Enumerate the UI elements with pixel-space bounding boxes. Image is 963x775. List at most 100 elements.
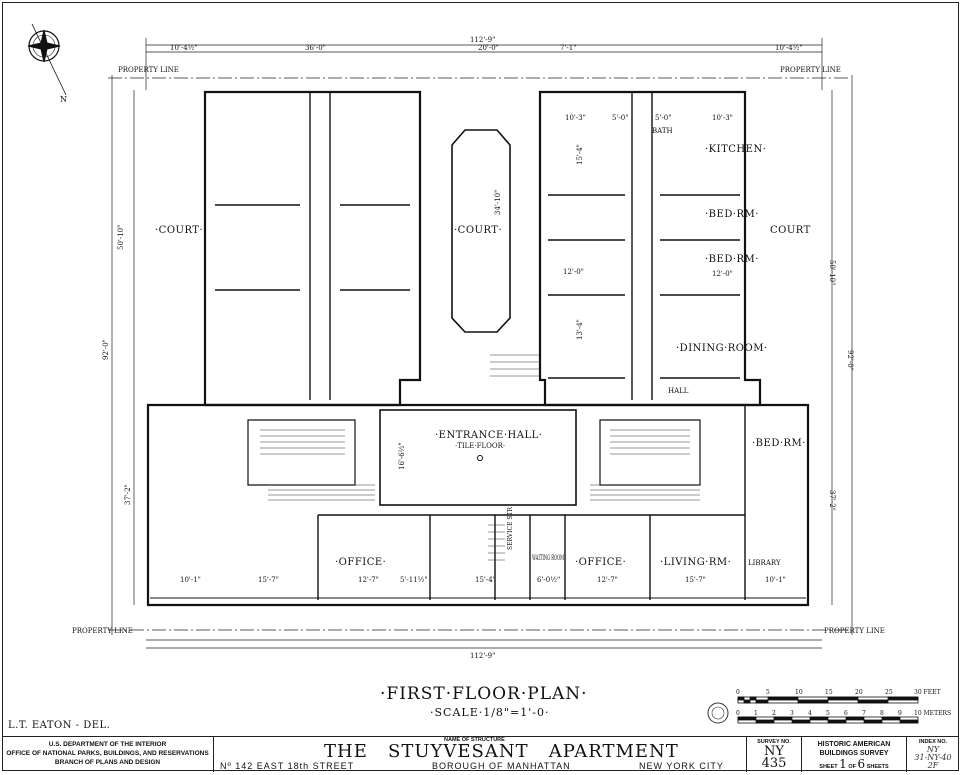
sheet-count: SHEET 1 OF 6 SHEETS (802, 758, 906, 773)
drawing-scale: ·SCALE·1/8"=1'-0· (430, 706, 550, 719)
m-tick-0: 0 (736, 710, 740, 717)
dim-top-4: 7'-1" (560, 44, 576, 52)
m-tick-2: 2 (772, 710, 776, 717)
dim-ur-7: 12'-0" (712, 270, 733, 278)
room-bath: BATH (652, 127, 673, 135)
dim-court-length: 34'-10" (494, 190, 502, 215)
compass-rose-icon (27, 23, 67, 96)
drawing-title: ·FIRST·FLOOR·PLAN· (380, 684, 588, 704)
dim-width-4: 5'-11½" (400, 576, 428, 584)
index-value-1: NY (926, 745, 940, 754)
room-bed-rm-3: ·BED·RM· (752, 438, 806, 449)
sheet-total: 6 (857, 757, 866, 771)
index-value-2: 31-NY-40 (914, 753, 952, 762)
north-label: N (60, 95, 67, 104)
dim-width-2: 15'-7" (258, 576, 279, 584)
structure-name-cell: NAME OF STRUCTURE THE STUYVESANT APARTME… (214, 737, 747, 772)
dim-entrance-hall-depth: 16'-6½" (398, 442, 406, 470)
structure-borough: BOROUGH OF MANHATTAN (432, 761, 571, 771)
title-block: U.S. DEPARTMENT OF THE INTERIOR OFFICE O… (2, 736, 959, 772)
m-tick-5: 5 (826, 710, 830, 717)
property-line-top-left: PROPERTY LINE (118, 66, 179, 74)
sheet-label: SHEET (819, 764, 838, 770)
property-line-bottom-right: PROPERTY LINE (824, 627, 885, 635)
department-line-1: U.S. DEPARTMENT OF THE INTERIOR (48, 741, 167, 748)
room-tile-floor: ·TILE·FLOOR· (455, 442, 505, 450)
scale-bar-feet (737, 696, 919, 704)
ft-tick-0: 0 (736, 689, 740, 696)
room-court-left: ·COURT· (155, 225, 203, 236)
ft-tick-20: 20 (855, 689, 863, 696)
dim-top-1: 10'-4½" (170, 44, 198, 52)
dim-left-upper: 50'-10" (117, 225, 125, 250)
room-hall: HALL (668, 387, 689, 395)
dim-right-upper: 50'-10" (828, 260, 836, 285)
index-label: INDEX NO. (918, 739, 948, 745)
habs-line-1: HISTORIC AMERICAN (817, 741, 891, 748)
dim-left-lower: 37'-2" (124, 484, 132, 505)
dim-bottom-width: 112'-9" (470, 652, 495, 660)
room-waiting-room: WAITING ROOM (532, 554, 564, 562)
dim-width-7: 12'-7" (597, 576, 618, 584)
stairs (260, 354, 700, 561)
room-bed-rm-2: ·BED·RM· (705, 254, 759, 265)
dim-ur-4: 10'-3" (712, 114, 733, 122)
room-court-right: COURT (770, 225, 811, 236)
dim-ur-8: 13'-4" (576, 319, 584, 340)
structure-city: NEW YORK CITY (639, 761, 724, 771)
m-tick-3: 3 (790, 710, 794, 717)
dim-ur-3: 5'-0" (655, 114, 671, 122)
property-line-bottom-left: PROPERTY LINE (72, 627, 133, 635)
room-service-stair: SERVICE STR (507, 507, 514, 550)
department-line-3: BRANCH OF PLANS AND DESIGN (54, 759, 161, 766)
m-tick-9: 9 (898, 710, 902, 717)
sheets-label: SHEETS (866, 764, 889, 770)
of-label: OF (848, 764, 856, 770)
habs-cell: HISTORIC AMERICAN BUILDINGS SURVEY SHEET… (802, 737, 907, 772)
dim-width-9: 10'-1" (765, 576, 786, 584)
structure-address: Nº 142 EAST 18th STREET (220, 761, 355, 771)
property-line-top-right: PROPERTY LINE (780, 66, 841, 74)
survey-state: NY (764, 744, 784, 759)
room-dining-room: ·DINING·ROOM· (676, 343, 768, 354)
dim-width-6: 6'-0½" (537, 576, 560, 584)
index-value-3: 2F (927, 761, 939, 770)
dim-top-3: 20'-0" (478, 44, 499, 52)
dim-width-1: 10'-1" (180, 576, 201, 584)
room-office-right: ·OFFICE· (575, 557, 626, 568)
floor-drain-icon (477, 455, 483, 461)
department-line-2: OFFICE OF NATIONAL PARKS, BUILDINGS, AND… (6, 750, 209, 757)
dim-overall-width: 112'-9" (470, 36, 495, 44)
room-living-rm: ·LIVING·RM· (660, 557, 731, 568)
room-entrance-hall: ·ENTRANCE·HALL· (435, 430, 542, 441)
dim-left-overall: 92'-0" (102, 339, 110, 360)
structure-name: THE STUYVESANT APARTMENT (324, 741, 679, 762)
name-of-structure-label: NAME OF STRUCTURE (444, 737, 505, 743)
room-bed-rm-1: ·BED·RM· (705, 209, 759, 220)
dim-ur-1: 10'-3" (565, 114, 586, 122)
habs-line-2: BUILDINGS SURVEY (819, 750, 889, 757)
delineator: L.T. EATON - DEL. (8, 720, 111, 731)
survey-number-cell: SURVEY NO. NY 435 (747, 737, 802, 772)
room-court-center: ·COURT· (454, 225, 502, 236)
dim-ur-2: 5'-0" (612, 114, 628, 122)
ft-tick-5: 5 (766, 689, 770, 696)
dim-width-8: 15'-7" (685, 576, 706, 584)
survey-number: 435 (761, 756, 787, 771)
ft-tick-15: 15 (825, 689, 833, 696)
sheet-number: 1 (839, 757, 847, 771)
survey-label: SURVEY NO. (757, 739, 791, 745)
dim-width-3: 12'-7" (358, 576, 379, 584)
ft-tick-30: 30 FEET (914, 689, 940, 696)
room-kitchen: ·KITCHEN· (705, 144, 766, 155)
dim-top-5: 10'-4½" (775, 44, 803, 52)
index-number-cell: INDEX NO. NY 31-NY-40 2F (907, 737, 959, 772)
scale-bar-meters (737, 716, 919, 724)
library-of-congress-seal-icon (707, 702, 729, 724)
m-tick-4: 4 (808, 710, 812, 717)
dimension-lines (108, 38, 853, 649)
ft-tick-25: 25 (885, 689, 893, 696)
